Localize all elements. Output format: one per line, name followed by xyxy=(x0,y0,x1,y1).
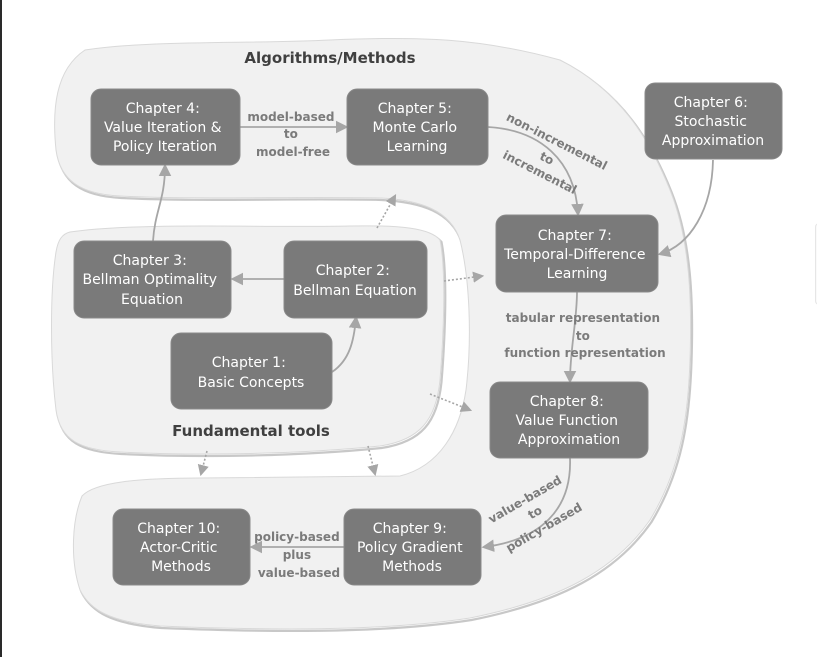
node-ch10[interactable]: Chapter 10: Actor-Critic Methods xyxy=(112,508,251,586)
node-ch10-label: Chapter 10: Actor-Critic Methods xyxy=(137,521,224,575)
edge-label-ch7-ch8: tabular representation to function repre… xyxy=(504,311,665,360)
node-ch4-label: Chapter 4: Value Iteration & Policy Iter… xyxy=(104,101,226,155)
algorithms-region: Algorithms/Methods xyxy=(54,37,694,633)
node-ch8-label: Chapter 8: Value Function Approximation xyxy=(516,394,623,448)
node-ch2[interactable]: Chapter 2: Bellman Equation xyxy=(283,240,428,319)
node-ch9-label: Chapter 9: Policy Gradient Methods xyxy=(357,521,467,575)
node-ch9[interactable]: Chapter 9: Policy Gradient Methods xyxy=(343,508,482,586)
node-ch4[interactable]: Chapter 4: Value Iteration & Policy Iter… xyxy=(90,88,241,166)
node-ch1[interactable]: Chapter 1: Basic Concepts xyxy=(170,332,333,410)
edge-ch7-ch8 xyxy=(563,291,578,384)
node-ch3[interactable]: Chapter 3: Bellman Optimality Equation xyxy=(73,240,232,319)
edges xyxy=(152,120,714,554)
node-ch5[interactable]: Chapter 5: Monte Carlo Learning xyxy=(346,88,489,166)
node-ch7-label: Chapter 7: Temporal-Difference Learning xyxy=(503,228,650,282)
node-ch2-label: Chapter 2: Bellman Equation xyxy=(293,263,417,299)
edge-ch6-ch7 xyxy=(657,159,714,258)
node-ch7[interactable]: Chapter 7: Temporal-Difference Learning xyxy=(495,214,659,293)
svg-text:to: to xyxy=(537,149,556,168)
edge-fundamental-ch8 xyxy=(429,393,473,412)
node-ch3-label: Chapter 3: Bellman Optimality Equation xyxy=(82,253,221,308)
edge-ch8-ch9 xyxy=(481,457,571,552)
algorithms-region-title: Algorithms/Methods xyxy=(244,49,415,67)
node-ch6[interactable]: Chapter 6: Stochastic Approximation xyxy=(644,82,783,160)
window-left-border xyxy=(0,0,2,657)
edge-ch1-ch2 xyxy=(331,315,362,373)
edge-ch5-ch7 xyxy=(487,126,584,217)
fundamental-region-title: Fundamental tools xyxy=(172,422,330,440)
node-ch8[interactable]: Chapter 8: Value Function Approximation xyxy=(489,381,649,459)
node-ch1-label: Chapter 1: Basic Concepts xyxy=(198,355,305,391)
edge-label-ch9-ch10: policy-based plus value-based xyxy=(254,530,344,580)
node-ch6-label: Chapter 6: Stochastic Approximation xyxy=(662,95,764,149)
edge-ch3-ch4 xyxy=(152,163,172,242)
node-ch5-label: Chapter 5: Monte Carlo Learning xyxy=(372,101,461,155)
edge-label-ch4-ch5: model-based to model-free xyxy=(247,110,338,159)
edge-fundamental-ch9 xyxy=(367,445,379,477)
svg-text:to: to xyxy=(525,503,544,522)
